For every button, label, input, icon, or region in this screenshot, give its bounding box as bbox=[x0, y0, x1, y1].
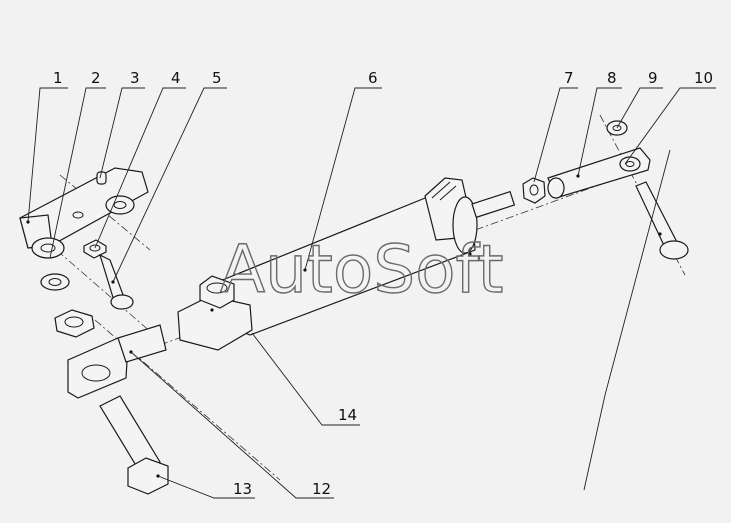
callout-8: 8 bbox=[607, 69, 617, 87]
watermark: AutoSoft bbox=[220, 231, 503, 308]
bolt-bushing bbox=[99, 253, 134, 310]
nut bbox=[83, 239, 107, 259]
callout-3: 3 bbox=[130, 69, 140, 87]
leader-lines bbox=[27, 87, 716, 499]
callout-14: 14 bbox=[338, 406, 357, 424]
callout-labels: 1 2 3 4 5 6 7 8 9 10 14 13 12 bbox=[53, 69, 713, 498]
callout-9: 9 bbox=[648, 69, 658, 87]
long-bolt bbox=[99, 395, 169, 495]
cylinder-end-fitting bbox=[177, 275, 253, 351]
lock-nut bbox=[522, 177, 546, 204]
callout-7: 7 bbox=[564, 69, 574, 87]
rod-end-clevis bbox=[547, 147, 651, 199]
ring bbox=[619, 156, 641, 172]
callout-4: 4 bbox=[171, 69, 181, 87]
rod-end-block bbox=[67, 324, 167, 399]
callout-6: 6 bbox=[368, 69, 378, 87]
bushing-pin bbox=[96, 171, 107, 185]
callout-10: 10 bbox=[694, 69, 713, 87]
callout-13: 13 bbox=[233, 480, 252, 498]
callout-12: 12 bbox=[312, 480, 331, 498]
hex-nut-large bbox=[54, 309, 95, 338]
callout-2: 2 bbox=[91, 69, 101, 87]
clevis-pin bbox=[635, 181, 689, 260]
washer bbox=[40, 273, 70, 291]
callout-1: 1 bbox=[53, 69, 63, 87]
bracket-plate bbox=[19, 167, 149, 259]
callout-5: 5 bbox=[212, 69, 222, 87]
